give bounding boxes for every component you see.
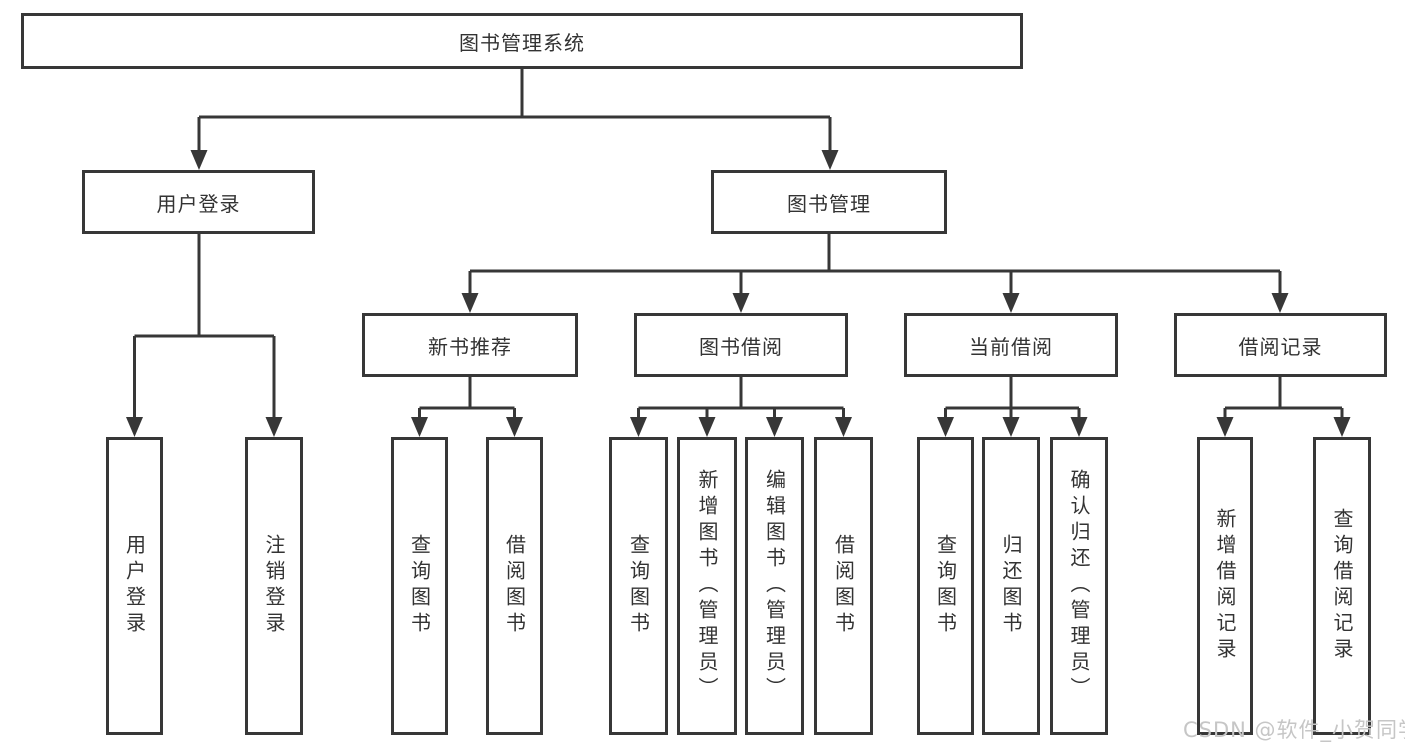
node-book-management: 图书管理	[711, 170, 947, 234]
leaf-query-books-borrow: 查询图书	[609, 437, 668, 735]
node-user-login-label: 用户登录	[156, 191, 241, 216]
branch-root	[190, 69, 839, 170]
leaf-edit-book-admin: 编辑图书（管理员）	[745, 437, 804, 735]
leaf-confirm-return-admin: 确认归还（管理员）	[1050, 437, 1108, 735]
leaf-borrow-books-borrow-label: 借阅图书	[831, 534, 856, 638]
leaf-add-borrow-record: 新增借阅记录	[1197, 437, 1253, 735]
leaf-borrow-books-borrow: 借阅图书	[814, 437, 873, 735]
leaf-confirm-return-admin-label: 确认归还（管理员）	[1067, 469, 1091, 703]
node-current-borrow: 当前借阅	[904, 313, 1118, 377]
node-user-login: 用户登录	[82, 170, 315, 234]
branch-user-login	[126, 234, 283, 437]
leaf-query-books-borrow-label: 查询图书	[626, 534, 651, 638]
branch-borrow-records	[1216, 377, 1351, 437]
leaf-return-book-label: 归还图书	[999, 534, 1023, 638]
branch-new-book-recommend	[411, 377, 523, 437]
node-library-system: 图书管理系统	[21, 13, 1023, 69]
branch-book-management	[461, 234, 1289, 313]
leaf-borrow-books-recommend: 借阅图书	[486, 437, 543, 735]
node-current-borrow-label: 当前借阅	[969, 334, 1053, 359]
leaf-edit-book-admin-label: 编辑图书（管理员）	[762, 469, 787, 703]
leaf-query-books-recommend-label: 查询图书	[407, 534, 432, 638]
node-borrow-records: 借阅记录	[1174, 313, 1387, 377]
leaf-query-borrow-record: 查询借阅记录	[1313, 437, 1371, 735]
node-borrow-records-label: 借阅记录	[1238, 334, 1323, 359]
leaf-logout: 注销登录	[245, 437, 303, 735]
leaf-user-login-label: 用户登录	[122, 534, 147, 638]
branch-current-borrow	[937, 377, 1088, 437]
node-new-book-recommend-label: 新书推荐	[428, 334, 512, 359]
leaf-user-login: 用户登录	[106, 437, 163, 735]
node-library-system-label: 图书管理系统	[459, 30, 585, 55]
leaf-borrow-books-recommend-label: 借阅图书	[502, 534, 527, 638]
leaf-add-book-admin-label: 新增图书（管理员）	[695, 469, 719, 703]
node-new-book-recommend: 新书推荐	[362, 313, 578, 377]
leaf-query-books-current: 查询图书	[917, 437, 974, 735]
leaf-add-borrow-record-label: 新增借阅记录	[1213, 508, 1237, 664]
branch-book-borrow	[630, 377, 852, 437]
node-book-borrow-label: 图书借阅	[699, 334, 783, 359]
node-book-management-label: 图书管理	[787, 191, 871, 216]
node-book-borrow: 图书借阅	[634, 313, 848, 377]
leaf-logout-label: 注销登录	[262, 534, 286, 638]
csdn-watermark: CSDN @软件_小贺同学	[1183, 718, 1405, 742]
leaf-add-book-admin: 新增图书（管理员）	[677, 437, 737, 735]
leaf-query-books-current-label: 查询图书	[933, 534, 958, 638]
leaf-return-book: 归还图书	[982, 437, 1040, 735]
leaf-query-borrow-record-label: 查询借阅记录	[1330, 508, 1354, 664]
leaf-query-books-recommend: 查询图书	[391, 437, 448, 735]
